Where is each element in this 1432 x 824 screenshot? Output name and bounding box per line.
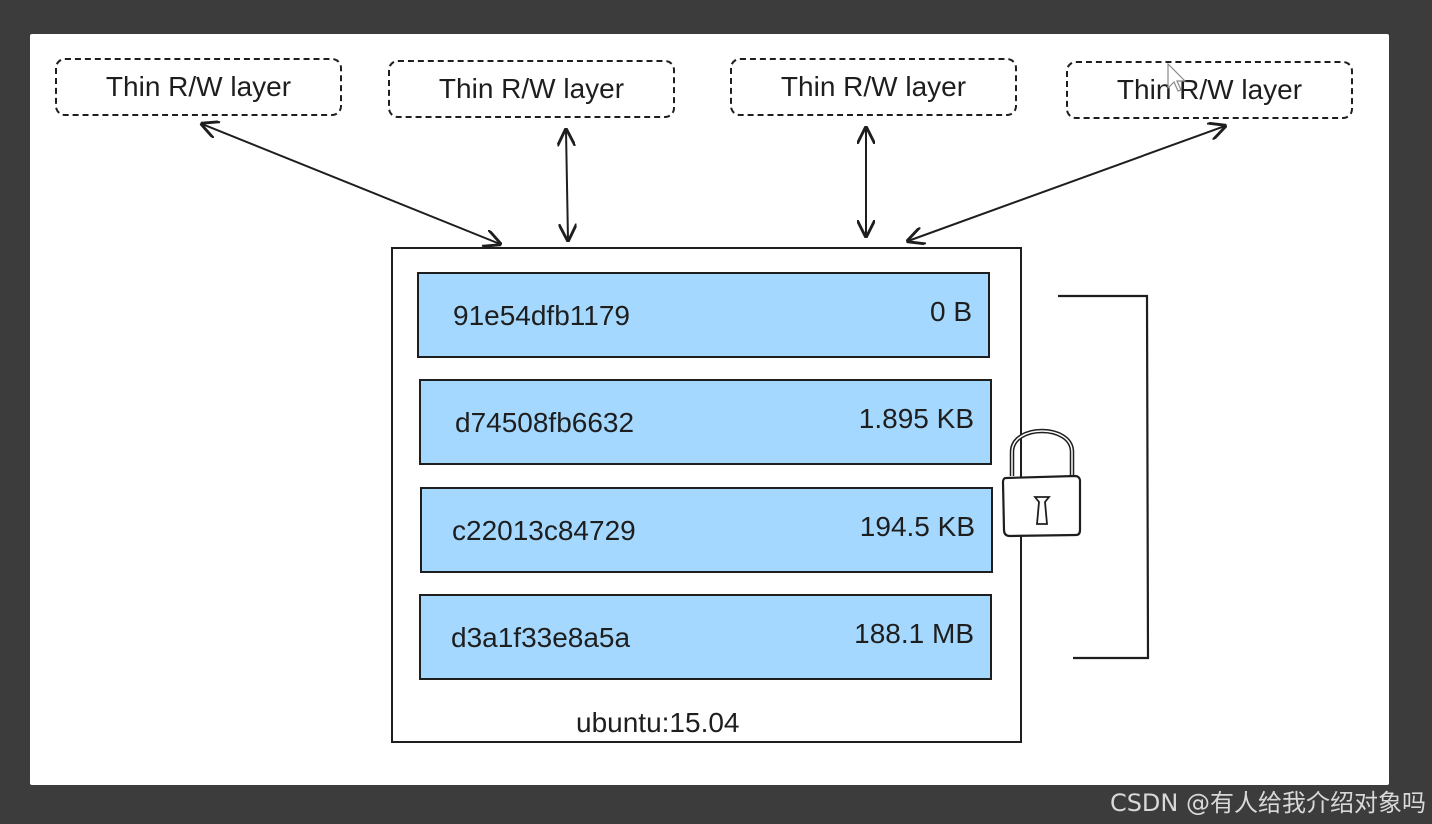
rw-layer-label: Thin R/W layer xyxy=(105,71,292,102)
layer-size: 188.1 MB xyxy=(854,618,974,649)
rw-layer-label: Thin R/W layer xyxy=(438,73,625,104)
rw-layer-label: Thin R/W layer xyxy=(1116,74,1303,105)
rw-layer-3: Thin R/W layer xyxy=(730,58,1017,116)
layer-id: c22013c84729 xyxy=(452,515,636,546)
layer-size: 1.895 KB xyxy=(858,403,974,434)
rw-layer-2: Thin R/W layer xyxy=(388,60,675,118)
layer-id: d3a1f33e8a5a xyxy=(451,622,631,653)
rw-layer-4: Thin R/W layer xyxy=(1066,61,1353,119)
image-layer-4: d3a1f33e8a5a 188.1 MB xyxy=(419,594,992,680)
image-layer-2: d74508fb6632 1.895 KB xyxy=(419,379,992,465)
rw-layer-label: Thin R/W layer xyxy=(780,71,967,102)
watermark: CSDN @有人给我介绍对象吗 xyxy=(1109,789,1426,817)
layer-id: 91e54dfb1179 xyxy=(453,300,630,331)
layer-size: 0 B xyxy=(929,296,972,327)
image-layer-1: 91e54dfb1179 0 B xyxy=(417,272,990,358)
rw-layer-1: Thin R/W layer xyxy=(55,58,342,116)
layer-id: d74508fb6632 xyxy=(455,407,635,438)
image-layer-3: c22013c84729 194.5 KB xyxy=(420,487,993,573)
layer-size: 194.5 KB xyxy=(859,511,975,542)
image-label: ubuntu:15.04 xyxy=(576,707,740,738)
